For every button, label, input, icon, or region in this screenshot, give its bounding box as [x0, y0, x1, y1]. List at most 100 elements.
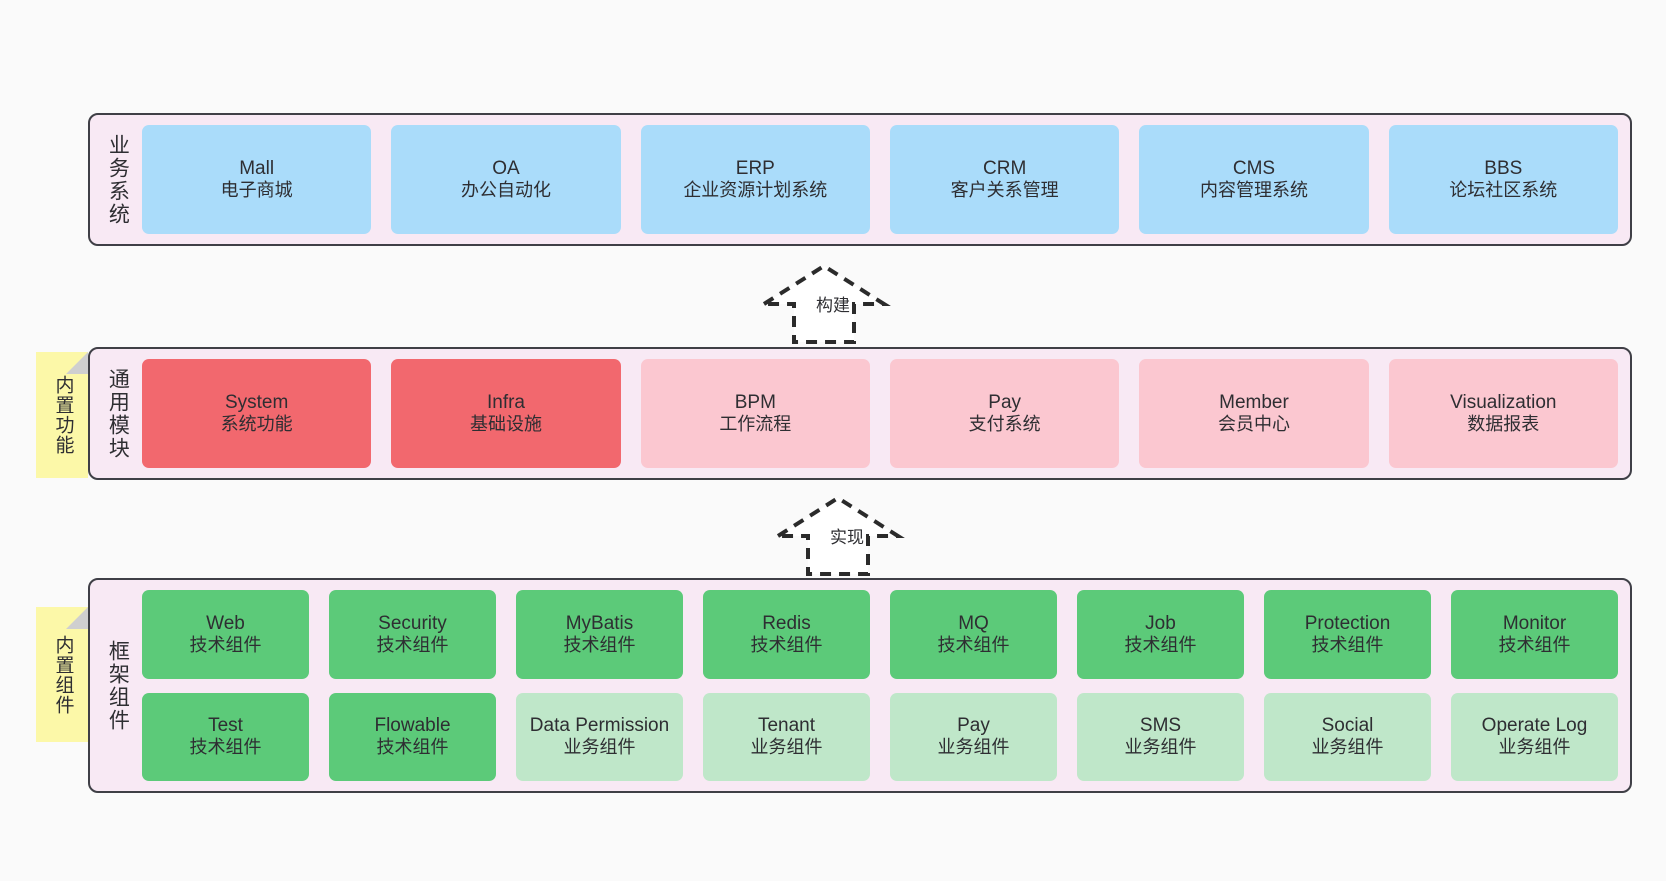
- cell-title: Social: [1321, 715, 1374, 737]
- cell-title: MyBatis: [565, 612, 634, 634]
- cell-subtitle: 电子商城: [220, 180, 293, 201]
- connector-build: 构建: [756, 258, 906, 348]
- cell-subtitle: 技术组件: [750, 634, 823, 655]
- build-arrow-icon: [757, 263, 891, 344]
- cell-title: Security: [378, 612, 447, 634]
- cell-title: Job: [1145, 612, 1176, 634]
- cell-title: OA: [492, 157, 520, 179]
- cell-title: System: [224, 391, 289, 413]
- cell-title: ERP: [735, 157, 775, 179]
- cell-title: Tenant: [757, 715, 816, 737]
- cell-title: Infra: [486, 391, 525, 413]
- cell-title: Operate Log: [1481, 715, 1588, 737]
- cell-title: Flowable: [374, 715, 451, 737]
- cell-subtitle: 业务组件: [750, 737, 823, 758]
- cell-subtitle: 技术组件: [1311, 634, 1384, 655]
- cell-subtitle: 基础设施: [469, 414, 542, 435]
- layer-business-label: 业务系统: [106, 133, 130, 226]
- cell-title: BPM: [734, 391, 776, 413]
- cell-subtitle: 企业资源计划系统: [683, 180, 828, 201]
- note-builtin-components: 内置组件: [36, 607, 88, 742]
- cell-subtitle: 数据报表: [1467, 414, 1540, 435]
- cell-subtitle: 办公自动化: [460, 180, 551, 201]
- cell-subtitle: 客户关系管理: [950, 180, 1059, 201]
- connector-build-label: 构建: [816, 296, 850, 315]
- cell-subtitle: 技术组件: [1498, 634, 1571, 655]
- cell-subtitle: 会员中心: [1217, 414, 1290, 435]
- cell-title: MQ: [958, 612, 989, 634]
- cell-subtitle: 系统功能: [220, 414, 293, 435]
- note-builtin-components-label: 内置组件: [52, 634, 74, 715]
- cell-subtitle: 业务组件: [1124, 737, 1197, 758]
- cell-title: Monitor: [1502, 612, 1567, 634]
- cell-title: SMS: [1139, 715, 1182, 737]
- cell-title: Protection: [1304, 612, 1391, 634]
- cell-subtitle: 支付系统: [968, 414, 1041, 435]
- cell-subtitle: 业务组件: [563, 737, 636, 758]
- cell-subtitle: 论坛社区系统: [1449, 180, 1558, 201]
- note-builtin-functions-label: 内置功能: [52, 375, 74, 455]
- cell-subtitle: 业务组件: [1311, 737, 1384, 758]
- cell-title: Mall: [239, 157, 275, 179]
- cell-title: CMS: [1232, 157, 1276, 179]
- cell-title: Pay: [957, 715, 990, 737]
- cell-title: BBS: [1484, 157, 1523, 179]
- cell-subtitle: 技术组件: [1124, 634, 1197, 655]
- implement-arrow-icon: [771, 495, 905, 576]
- layer-common-label: 通用模块: [106, 367, 130, 460]
- cell-subtitle: 内容管理系统: [1199, 180, 1308, 201]
- cell-subtitle: 技术组件: [189, 634, 262, 655]
- connector-implement-label: 实现: [830, 528, 864, 547]
- cell-subtitle: 业务组件: [1498, 737, 1571, 758]
- layer-framework-label: 框架组件: [106, 639, 130, 732]
- cell-title: Redis: [762, 612, 811, 634]
- cell-title: Data Permission: [529, 715, 670, 737]
- cell-title: Test: [208, 715, 243, 737]
- connector-implement: 实现: [770, 490, 920, 580]
- cell-subtitle: 技术组件: [376, 634, 449, 655]
- cell-title: Member: [1219, 391, 1289, 413]
- cell-title: CRM: [983, 157, 1027, 179]
- cell-title: Pay: [988, 391, 1022, 413]
- cell-subtitle: 技术组件: [563, 634, 636, 655]
- note-builtin-functions: 内置功能: [36, 352, 88, 478]
- cell-subtitle: 技术组件: [189, 737, 262, 758]
- cell-subtitle: 工作流程: [719, 414, 792, 435]
